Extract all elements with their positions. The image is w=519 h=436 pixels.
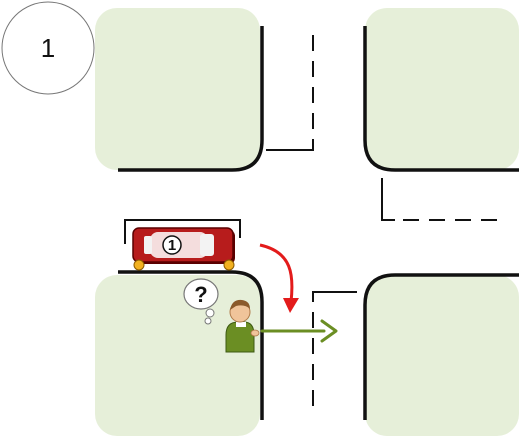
car-light-rear [133, 259, 145, 271]
pedestrian-hand [250, 329, 260, 337]
stop-line-bottom [312, 291, 357, 302]
car-number: 1 [168, 237, 176, 254]
curb-top-left [118, 26, 264, 172]
pedestrian-hair [230, 299, 250, 310]
pedestrian-icon [225, 299, 260, 353]
block-bottom-right [365, 275, 519, 436]
block-bottom-left [95, 275, 260, 436]
pedestrian-arrow-head [320, 319, 338, 343]
car-window-front [200, 234, 214, 256]
car-turn-arrow-shaft [259, 243, 294, 303]
curb-top-right [363, 26, 519, 172]
step-badge-circle [1, 1, 95, 95]
thought-dot-large [205, 308, 215, 318]
curb-bottom-right [363, 273, 519, 420]
curb-bottom-left [118, 270, 264, 420]
thought-bubble-icon: ? [183, 278, 219, 325]
stop-line-top [266, 140, 314, 151]
car-window-rear [144, 236, 152, 254]
stop-line-right [381, 178, 395, 221]
car-icon: 1 [132, 227, 235, 271]
step-badge: 1 [1, 1, 95, 95]
car-light-front [223, 259, 235, 271]
block-top-left [95, 8, 260, 170]
pedestrian-arrow [260, 319, 338, 343]
block-top-right [365, 8, 519, 170]
car-number-badge [162, 235, 182, 255]
pedestrian-collar [236, 322, 246, 327]
thought-dot-small [204, 317, 212, 325]
car-turn-arrow-head [283, 298, 299, 313]
thought-bubble [183, 278, 219, 310]
stop-line-left [124, 219, 241, 244]
step-number: 1 [41, 33, 55, 63]
car-turn-arrow [259, 243, 299, 313]
thought-mark: ? [194, 282, 207, 307]
